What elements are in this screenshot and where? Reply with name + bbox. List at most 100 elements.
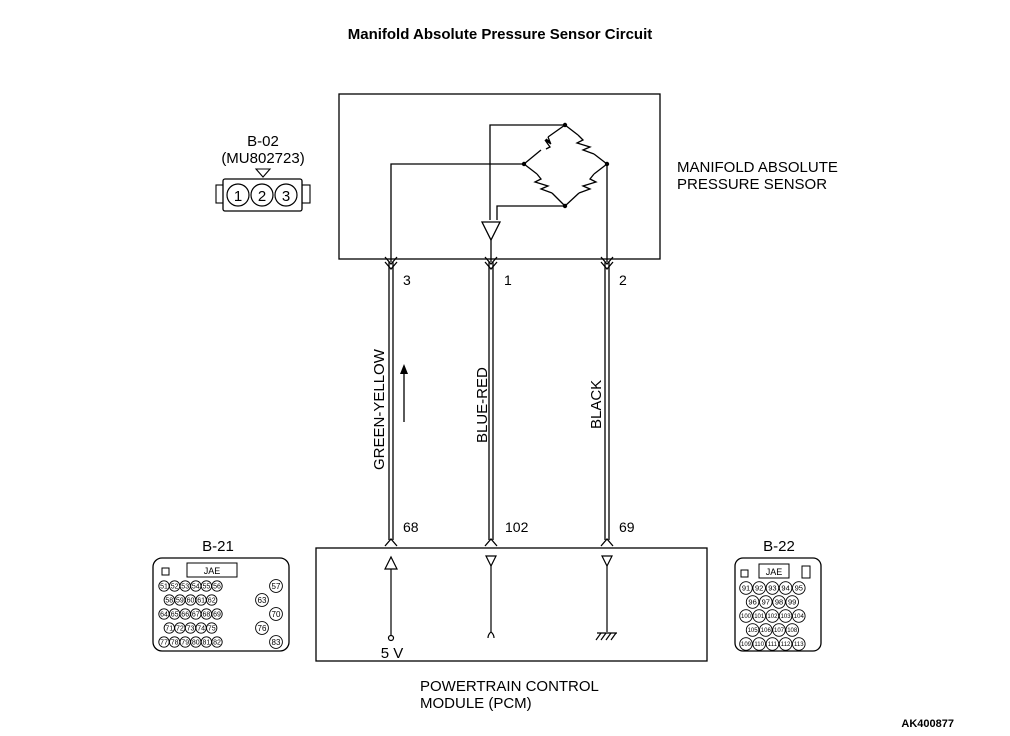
connector-pin-label: 57 bbox=[272, 582, 281, 591]
wire-color-black: BLACK bbox=[588, 380, 605, 429]
connector-pin bbox=[765, 581, 780, 595]
connector-pin-label: 83 bbox=[272, 638, 281, 647]
pcm-box bbox=[315, 547, 708, 662]
connector-pin-label: 113 bbox=[794, 642, 804, 648]
wire-color-green-yellow: GREEN-YELLOW bbox=[371, 348, 388, 470]
connector-pin-label: 73 bbox=[187, 626, 195, 633]
connector-b02-pin bbox=[250, 183, 274, 207]
connector-b22-id: B-22 bbox=[763, 538, 795, 555]
connector-pin-label: 111 bbox=[768, 642, 778, 648]
connector-pin bbox=[255, 593, 269, 607]
connector-pin-label: 62 bbox=[208, 598, 216, 605]
connector-pin-label: 107 bbox=[774, 628, 785, 634]
connector-pin bbox=[745, 595, 760, 609]
connector-pin-label: 68 bbox=[203, 612, 211, 619]
pcm-pin-68: 68 bbox=[403, 519, 419, 535]
connector-b22-body bbox=[734, 557, 822, 652]
connector-pin-label: 79 bbox=[181, 640, 189, 647]
connector-pin-label: 60 bbox=[187, 598, 195, 605]
connector-pin-label: 98 bbox=[775, 598, 783, 607]
connector-pin bbox=[211, 636, 223, 648]
connector-b22-latch bbox=[740, 569, 749, 578]
connector-pin bbox=[211, 608, 223, 620]
connector-pin-label: 94 bbox=[781, 584, 789, 593]
connector-pin-label: 78 bbox=[171, 640, 179, 647]
connector-pin-label: 56 bbox=[213, 584, 221, 591]
pcm-supply-voltage: 5 V bbox=[381, 645, 404, 662]
sensor-box bbox=[338, 93, 661, 260]
connector-pin-label: 101 bbox=[754, 614, 765, 620]
connector-pin bbox=[792, 609, 806, 623]
connector-b21-latch bbox=[161, 567, 170, 576]
wires bbox=[384, 256, 614, 547]
connector-pin-label: 70 bbox=[272, 610, 281, 619]
connector-pin-label: 59 bbox=[176, 598, 184, 605]
sensor-label-line1: MANIFOLD ABSOLUTE bbox=[677, 159, 838, 176]
connector-pin-label: 112 bbox=[781, 642, 791, 648]
connector-pin-label: 66 bbox=[181, 612, 189, 619]
connector-pin-label: 54 bbox=[192, 584, 200, 591]
connector-pin-label: 64 bbox=[160, 612, 168, 619]
connector-b21-maker-box bbox=[186, 562, 238, 578]
connector-pin-label: 99 bbox=[788, 598, 796, 607]
connector-b02-pin bbox=[274, 183, 298, 207]
connector-pin-label: 104 bbox=[794, 614, 805, 620]
reference-code: AK400877 bbox=[901, 718, 954, 730]
connector-pin-label: 106 bbox=[761, 628, 772, 634]
connector-pin-label: 52 bbox=[171, 584, 179, 591]
bridge-nodes bbox=[521, 122, 610, 209]
connector-pin bbox=[772, 623, 786, 637]
pcm-pin-69: 69 bbox=[619, 519, 635, 535]
connector-pin bbox=[778, 609, 793, 623]
connector-pin bbox=[269, 579, 283, 593]
pcm-pin-102: 102 bbox=[505, 519, 529, 535]
connector-pin bbox=[778, 637, 793, 651]
connector-pin-label: 91 bbox=[742, 584, 750, 593]
connector-pin-label: 80 bbox=[192, 640, 200, 647]
connector-pin-label: 65 bbox=[171, 612, 179, 619]
connector-pin bbox=[765, 637, 780, 651]
connector-b02-pin bbox=[226, 183, 250, 207]
connector-pin bbox=[269, 635, 283, 649]
sensor-pin-2: 2 bbox=[619, 272, 627, 288]
connector-pin bbox=[745, 623, 760, 637]
connector-b22-maker: JAE bbox=[766, 567, 783, 577]
connector-pin-label: 77 bbox=[160, 640, 168, 647]
connector-pin bbox=[206, 622, 218, 634]
connector-b21-body bbox=[152, 557, 290, 652]
connector-pin bbox=[752, 609, 766, 623]
connector-pin bbox=[739, 581, 753, 595]
connector-pin-label: 81 bbox=[203, 640, 211, 647]
connector-pin bbox=[206, 594, 218, 606]
connector-pin-label: 103 bbox=[781, 614, 792, 620]
sensor-label-line2: PRESSURE SENSOR bbox=[677, 176, 827, 193]
connector-pin bbox=[778, 581, 793, 595]
connector-pin-label: 102 bbox=[767, 614, 778, 620]
connector-pin-label: 71 bbox=[165, 626, 173, 633]
connector-pin-label: 92 bbox=[755, 584, 763, 593]
connector-pin bbox=[269, 607, 283, 621]
connector-pin bbox=[739, 609, 753, 623]
diagram-title: Manifold Absolute Pressure Sensor Circui… bbox=[348, 26, 653, 43]
connector-pin-label: 93 bbox=[768, 584, 776, 593]
connector-pin bbox=[255, 621, 269, 635]
connector-b02-id: B-02 bbox=[247, 133, 279, 150]
connector-pin bbox=[759, 623, 773, 637]
connector-pin-label: 69 bbox=[213, 612, 221, 619]
sensor-pin-1: 1 bbox=[504, 272, 512, 288]
connector-pin-label: 109 bbox=[741, 642, 752, 648]
bridge-circuit bbox=[390, 124, 608, 262]
connector-pin bbox=[785, 623, 799, 637]
connector-pin-label: 58 bbox=[165, 598, 173, 605]
connector-pin bbox=[752, 637, 766, 651]
connector-pin bbox=[792, 637, 806, 651]
connector-b02-pin-label: 1 bbox=[234, 188, 242, 205]
connector-b02-part: (MU802723) bbox=[221, 150, 304, 167]
connector-pin bbox=[752, 581, 766, 595]
connector-b02-body bbox=[222, 178, 303, 212]
connector-pin-label: 96 bbox=[748, 598, 756, 607]
connector-pin-label: 110 bbox=[754, 642, 764, 648]
connector-pin-label: 72 bbox=[176, 626, 184, 633]
